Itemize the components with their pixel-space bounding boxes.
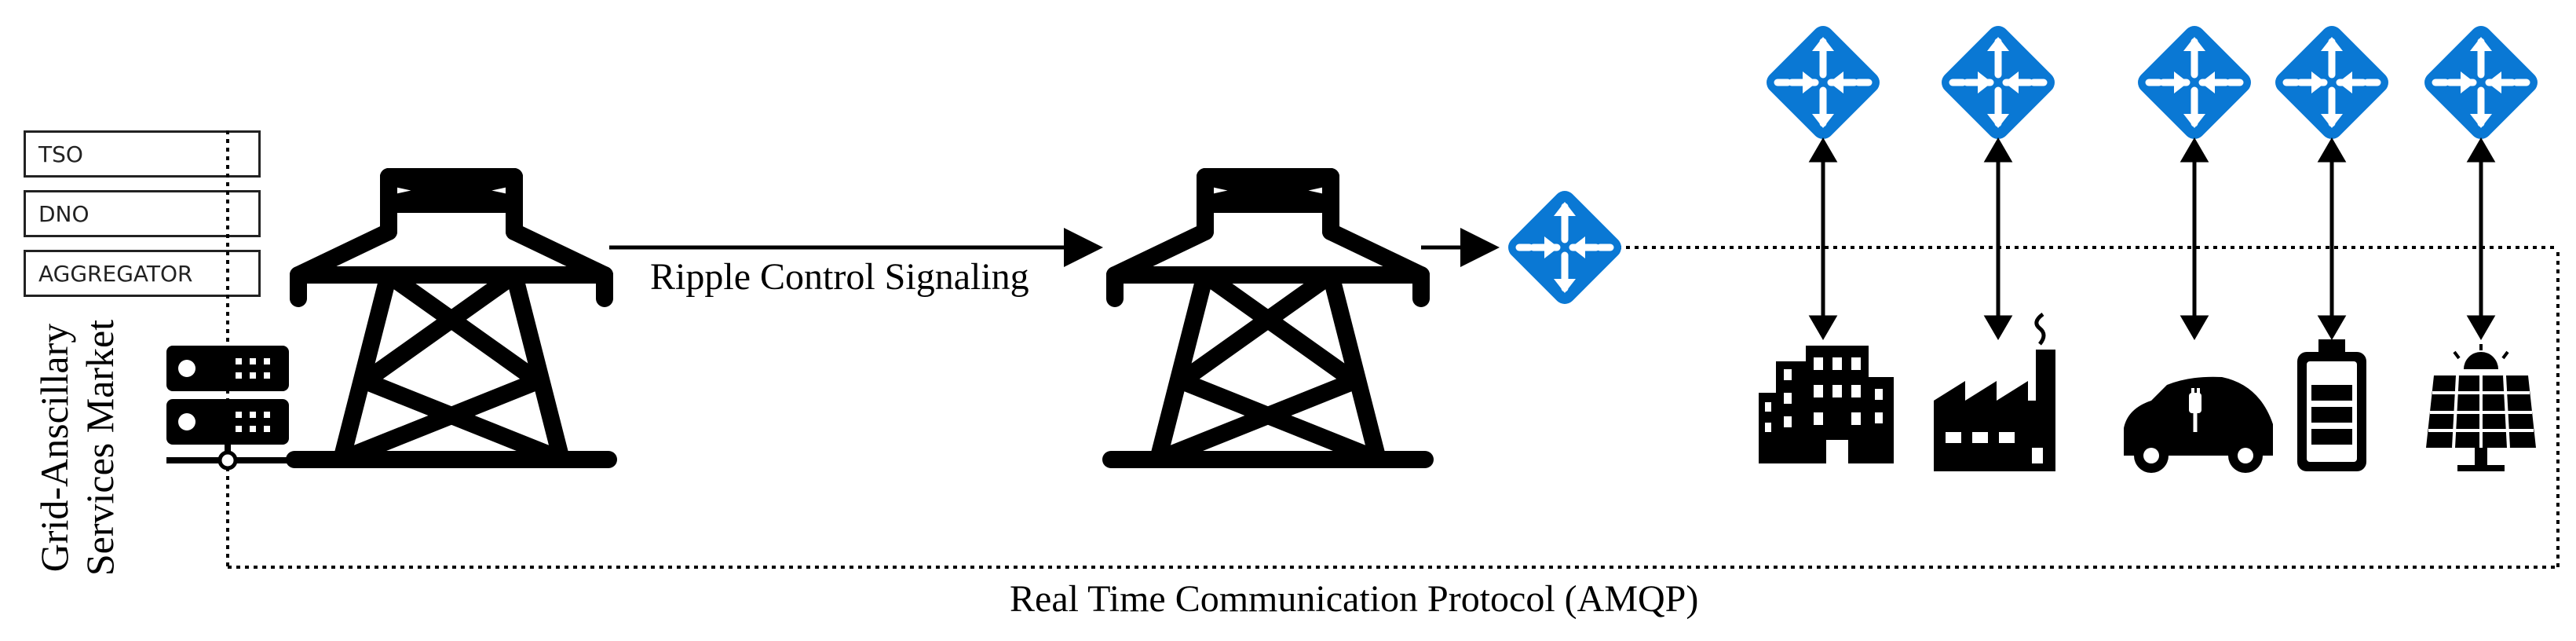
stakeholder-tso: TSO [24, 130, 261, 178]
protocol-label: Real Time Communication Protocol (AMQP) [1010, 578, 1699, 620]
amqp-bus [226, 130, 2560, 569]
electric-car-icon [2124, 376, 2273, 473]
ripple-control-label: Ripple Control Signaling [650, 256, 1029, 298]
stakeholder-label: TSO [38, 141, 83, 167]
router-icon [1937, 21, 2059, 144]
router-icon [2271, 21, 2393, 144]
router-icon [1504, 186, 1626, 309]
stakeholder-dno: DNO [24, 190, 261, 237]
battery-icon [2297, 339, 2366, 471]
solar-panel-icon [2426, 344, 2536, 471]
router-icon [2420, 21, 2542, 144]
stakeholder-label: AGGREGATOR [38, 260, 193, 287]
stakeholder-aggregator: AGGREGATOR [24, 250, 261, 297]
server-stack-icon [166, 346, 290, 471]
transmission-tower-icon [294, 177, 608, 460]
router-icon [2133, 21, 2256, 144]
factory-icon [1934, 312, 2055, 471]
device-links [1808, 137, 2496, 340]
office-building-icon [1759, 346, 1894, 463]
router-icon [1762, 21, 1884, 144]
stakeholder-label: DNO [38, 200, 90, 227]
transmission-tower-icon [1111, 177, 1425, 460]
